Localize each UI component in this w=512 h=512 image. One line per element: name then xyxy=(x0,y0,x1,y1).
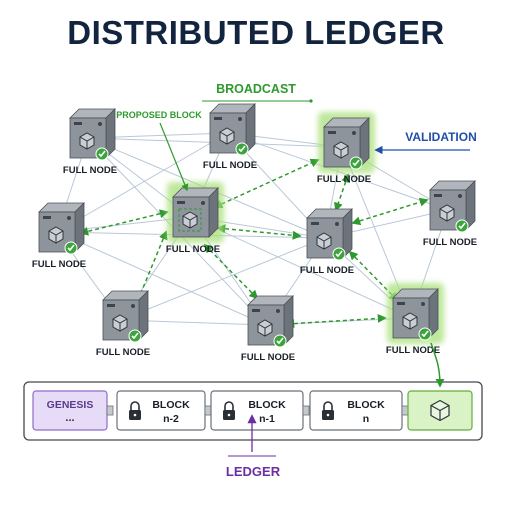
full-node: FULL NODE xyxy=(96,290,150,358)
chain-block-locked: BLOCK n-1 xyxy=(210,390,304,431)
full-node: FULL NODE xyxy=(423,180,477,248)
chain-block-genesis: GENESIS... xyxy=(32,390,108,431)
chain-block-title: GENESIS xyxy=(47,399,94,411)
broadcast-arrow xyxy=(79,209,169,236)
node-label: FULL NODE xyxy=(386,345,440,356)
broadcast-arrow xyxy=(136,230,168,302)
annotations: BROADCAST PROPOSED BLOCK VALIDATION xyxy=(116,82,477,192)
full-node: FULL NODE xyxy=(166,182,224,255)
node-label: FULL NODE xyxy=(32,259,86,270)
broadcast-arrow xyxy=(203,243,259,300)
node-label: FULL NODE xyxy=(96,347,150,358)
node-label: FULL NODE xyxy=(300,265,354,276)
mesh-link xyxy=(56,231,267,326)
chain-block-subtitle: ... xyxy=(65,412,74,424)
chain-block-title: BLOCK xyxy=(152,399,190,411)
broadcast-arrow xyxy=(334,173,350,212)
node-label: FULL NODE xyxy=(317,174,371,185)
broadcast-arrow xyxy=(285,313,387,329)
ledger-label: LEDGER xyxy=(226,464,281,479)
node-label: FULL NODE xyxy=(63,165,117,176)
full-nodes: FULL NODE FULL NODE FULL NODE FULL NODE FULL… xyxy=(32,103,477,363)
broadcast-arrow xyxy=(213,158,320,209)
proposed-block-pointer xyxy=(159,122,189,192)
broadcast-arrows xyxy=(79,158,429,329)
node-label: FULL NODE xyxy=(423,237,477,248)
lock-icon xyxy=(323,401,333,410)
chain-block-subtitle: n-2 xyxy=(163,413,179,425)
full-node: FULL NODE xyxy=(63,108,117,176)
lock-icon xyxy=(130,401,140,410)
broadcast-label: BROADCAST xyxy=(216,82,296,96)
chain-block-new xyxy=(407,390,473,431)
mesh-link xyxy=(120,237,326,321)
append-block-arrow xyxy=(430,342,445,388)
full-node: FULL NODE xyxy=(32,202,86,270)
chain-block-subtitle: n xyxy=(363,413,369,425)
full-node: FULL NODE xyxy=(300,208,354,276)
node-label: FULL NODE xyxy=(241,352,295,363)
full-node: FULL NODE xyxy=(203,103,257,171)
validation-label: VALIDATION xyxy=(405,130,477,144)
chain-block-locked: BLOCK n-2 xyxy=(116,390,206,431)
full-node: FULL NODE xyxy=(317,112,375,185)
lock-icon xyxy=(224,401,234,410)
chain-block-locked: BLOCK n xyxy=(309,390,403,431)
diagram-title: DISTRIBUTED LEDGER xyxy=(67,14,445,51)
proposed-block-label: PROPOSED BLOCK xyxy=(116,110,202,120)
node-label: FULL NODE xyxy=(166,244,220,255)
chain-block-title: BLOCK xyxy=(248,399,286,411)
chain-block-title: BLOCK xyxy=(347,399,385,411)
full-node: FULL NODE xyxy=(386,283,444,356)
broadcast-arrow xyxy=(351,197,429,226)
full-node: FULL NODE xyxy=(241,295,295,363)
node-label: FULL NODE xyxy=(203,160,257,171)
chain-block-subtitle: n-1 xyxy=(259,413,275,425)
